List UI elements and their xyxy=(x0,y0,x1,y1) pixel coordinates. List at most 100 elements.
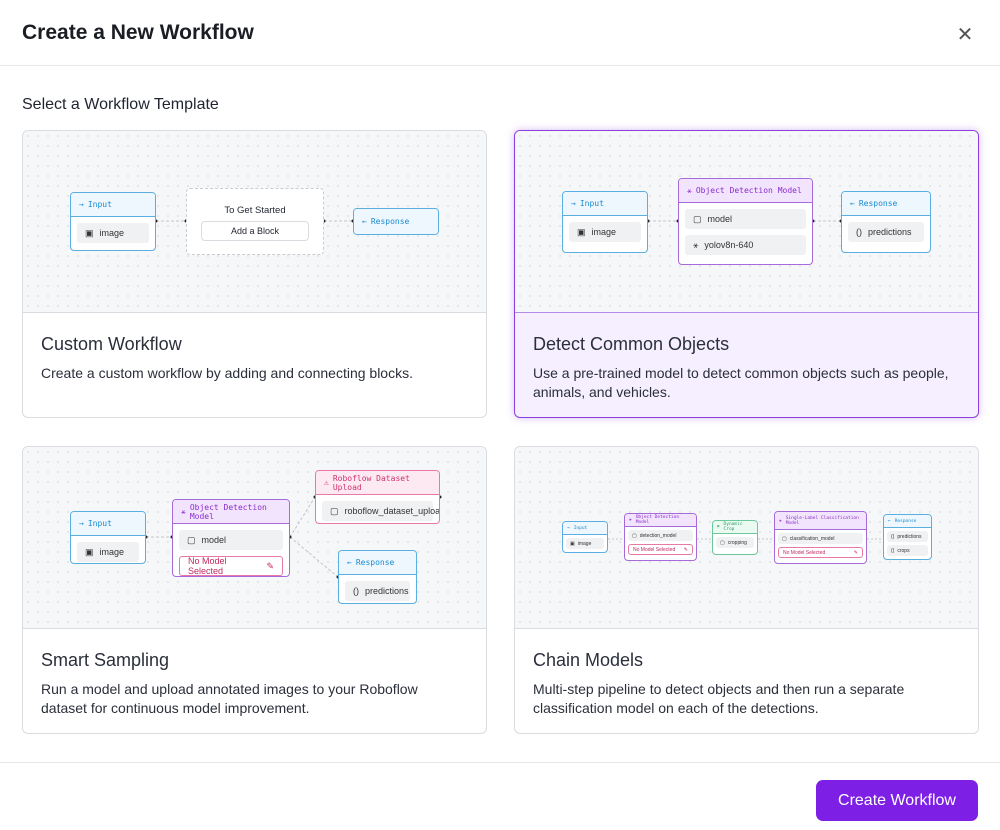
response-node: ←Response () predictions xyxy=(338,550,417,604)
pencil-icon[interactable]: ✎ xyxy=(853,549,858,556)
template-preview: →Input ▣image ⚹Object Detection Model ▢m… xyxy=(515,131,978,313)
node-field: image xyxy=(591,227,617,237)
braces-icon: () xyxy=(856,227,862,237)
section-heading: Select a Workflow Template xyxy=(22,96,219,113)
node-field: predictions xyxy=(365,586,409,596)
template-description: Run a model and upload annotated images … xyxy=(41,681,418,716)
node-field: classification_model xyxy=(789,535,835,542)
node-title: Response xyxy=(858,199,898,208)
template-description: Multi-step pipeline to detect objects an… xyxy=(533,681,905,716)
node-title: Roboflow Dataset Upload xyxy=(332,473,410,492)
arrow-right-icon: → xyxy=(567,525,570,531)
node-field: predictions xyxy=(868,227,912,237)
template-preview: →Input ▣ image ⚹Object Detection Model ▢ m… xyxy=(23,447,486,629)
response-node: ←Response xyxy=(353,208,439,235)
dataset-upload-node: ⚠Roboflow Dataset Upload ▢ roboflow_datas… xyxy=(315,470,440,524)
variable-icon: ▢ xyxy=(782,535,787,542)
image-icon: ▣ xyxy=(85,227,94,238)
arrow-left-icon: ← xyxy=(850,199,855,208)
input-node: →Input ▣image xyxy=(562,521,608,553)
template-card-detect-common-objects[interactable]: →Input ▣image ⚹Object Detection Model ▢m… xyxy=(514,130,979,418)
node-title: Object Detection Model xyxy=(695,186,802,195)
no-model-warning[interactable]: No Model Selected xyxy=(633,546,676,553)
pencil-icon[interactable]: ✎ xyxy=(266,560,274,571)
object-detection-node: ⚹Object Detection Model ▢model ⚹yolov8n-… xyxy=(678,178,813,265)
upload-icon: ⚠ xyxy=(324,478,329,487)
braces-icon: () xyxy=(353,586,359,596)
node-field: model xyxy=(707,214,733,224)
node-field: image xyxy=(577,540,592,547)
model-icon: ⚹ xyxy=(693,239,699,250)
model-icon: ⚹ xyxy=(629,518,632,523)
template-title: Detect Common Objects xyxy=(533,334,730,354)
response-node: ←Response () predictions xyxy=(841,191,931,253)
braces-icon: () xyxy=(891,547,895,554)
template-card-chain-models[interactable]: →Input ▣image ⚹Object Detection Model ▢d… xyxy=(514,446,979,734)
node-title: Input xyxy=(573,525,588,531)
classification-node: ⚹Single-Label Classification Model ▢clas… xyxy=(774,511,867,564)
dialog-header: Create a New Workflow ✕ xyxy=(0,0,1000,66)
template-title: Chain Models xyxy=(533,650,644,670)
variable-icon: ▢ xyxy=(330,505,339,516)
model-icon: ⚹ xyxy=(779,518,782,524)
pencil-icon[interactable]: ✎ xyxy=(683,546,688,553)
input-node: →Input ▣image xyxy=(562,191,648,253)
node-title: Response xyxy=(894,518,917,524)
node-field: yolov8n-640 xyxy=(704,240,754,250)
template-card-custom-workflow[interactable]: →Input ▣ image To Get Started Add a Block… xyxy=(22,130,487,418)
close-icon[interactable]: ✕ xyxy=(956,24,974,46)
variable-icon: ▢ xyxy=(187,534,196,545)
braces-icon: () xyxy=(891,533,895,540)
node-field: crops xyxy=(897,547,910,554)
get-started-title: To Get Started xyxy=(224,205,286,216)
no-model-warning[interactable]: No Model Selected xyxy=(188,556,227,576)
template-title: Smart Sampling xyxy=(41,650,170,670)
image-icon: ▣ xyxy=(85,546,94,557)
node-title: Object Detection Model xyxy=(635,515,680,525)
model-icon: ⚹ xyxy=(181,506,186,516)
variable-icon: ▢ xyxy=(720,539,725,546)
template-description: Create a custom workflow by adding and c… xyxy=(41,365,413,381)
arrow-right-icon: → xyxy=(79,200,84,209)
arrow-left-icon: ← xyxy=(362,217,367,226)
node-field: predictions xyxy=(897,533,922,540)
object-detection-node: ⚹Object Detection Model ▢ model No Model … xyxy=(172,499,290,577)
dynamic-crop-node: ⌗Dynamic Crop ▢cropping xyxy=(712,520,758,555)
node-title: Input xyxy=(579,199,604,208)
create-workflow-button[interactable]: Create Workflow xyxy=(816,780,978,821)
get-started-node: To Get Started Add a Block xyxy=(186,188,324,255)
arrow-left-icon: ← xyxy=(347,558,352,567)
node-title: Response xyxy=(355,558,395,567)
footer-divider xyxy=(0,762,1000,763)
node-title: Dynamic Crop xyxy=(723,522,743,532)
node-title: Object Detection Model xyxy=(189,502,267,521)
arrow-left-icon: ← xyxy=(888,518,891,524)
node-title: Input xyxy=(87,200,112,209)
image-icon: ▣ xyxy=(570,540,575,547)
template-title: Custom Workflow xyxy=(41,334,182,354)
template-card-smart-sampling[interactable]: →Input ▣ image ⚹Object Detection Model ▢ m… xyxy=(22,446,487,734)
node-field: roboflow_dataset_upload xyxy=(344,506,440,516)
no-model-warning[interactable]: No Model Selected xyxy=(783,549,826,556)
crop-icon: ⌗ xyxy=(717,525,720,530)
node-field: image xyxy=(99,228,125,238)
template-description: Use a pre-trained model to detect common… xyxy=(533,365,949,400)
node-field: cropping xyxy=(727,539,747,546)
variable-icon: ▢ xyxy=(693,213,702,224)
image-icon: ▣ xyxy=(577,226,586,237)
node-title: Single-Label Classification Model xyxy=(785,515,859,526)
variable-icon: ▢ xyxy=(632,532,637,539)
template-preview: →Input ▣ image To Get Started Add a Block… xyxy=(23,131,486,313)
input-node: →Input ▣ image xyxy=(70,511,146,564)
add-block-button[interactable]: Add a Block xyxy=(201,221,309,241)
response-node: ←Response ()predictions ()crops xyxy=(883,514,932,560)
node-title: Input xyxy=(87,519,112,528)
template-preview: →Input ▣image ⚹Object Detection Model ▢d… xyxy=(515,447,978,629)
input-node: →Input ▣ image xyxy=(70,192,156,251)
node-field: detection_model xyxy=(639,532,677,539)
dialog-title: Create a New Workflow xyxy=(22,21,254,44)
node-field: image xyxy=(99,547,125,557)
object-detection-node: ⚹Object Detection Model ▢detection_model… xyxy=(624,513,697,561)
node-field: model xyxy=(201,535,227,545)
arrow-right-icon: → xyxy=(79,519,84,528)
